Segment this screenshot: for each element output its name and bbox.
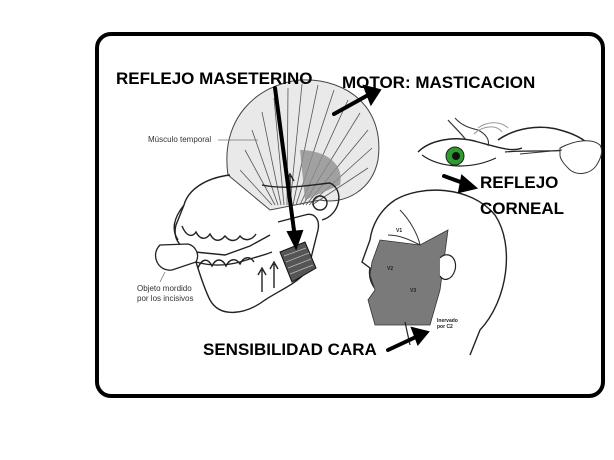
temporal-muscle-annotation: Músculo temporal: [148, 135, 212, 144]
temporal-muscle-illustration: [226, 79, 380, 211]
skull-jaw-illustration: [173, 172, 340, 314]
masseter-arrow: [273, 86, 297, 240]
sensitivity-arrowhead: [410, 326, 430, 346]
face-sensitivity-label: SENSIBILIDAD CARA: [203, 340, 377, 359]
v2-label: V2: [387, 266, 394, 272]
v3-label: V3: [410, 288, 417, 294]
v1-label: V1: [396, 228, 403, 234]
masseter-arrowhead: [286, 229, 304, 251]
head-profile-illustration: [361, 189, 508, 356]
corneal-reflex-label-line1: REFLEJO: [480, 173, 559, 192]
masseter-reflex-label: REFLEJO MASETERINO: [116, 69, 313, 88]
sensitivity-arrow: [386, 334, 420, 352]
masseter-muscle: [279, 241, 317, 283]
motor-arrow: [332, 92, 372, 116]
c2-annotation-line1: Inervado: [437, 318, 458, 324]
arrows: [273, 84, 479, 352]
corneal-arrowhead: [457, 174, 479, 194]
eye-illustration: [417, 117, 603, 174]
object-leader-line: [159, 271, 166, 283]
c2-annotation-line2: por C2: [437, 324, 453, 330]
corneal-reflex-label-line2: CORNEAL: [480, 199, 565, 218]
motor-mastication-label: MOTOR: MASTICACION: [342, 73, 536, 92]
bitten-object: [155, 243, 199, 271]
bitten-object-annotation-line1: Objeto mordido: [137, 284, 192, 293]
bitten-object-annotation-line2: por los incisivos: [137, 294, 194, 303]
motor-arrowhead: [362, 84, 382, 107]
